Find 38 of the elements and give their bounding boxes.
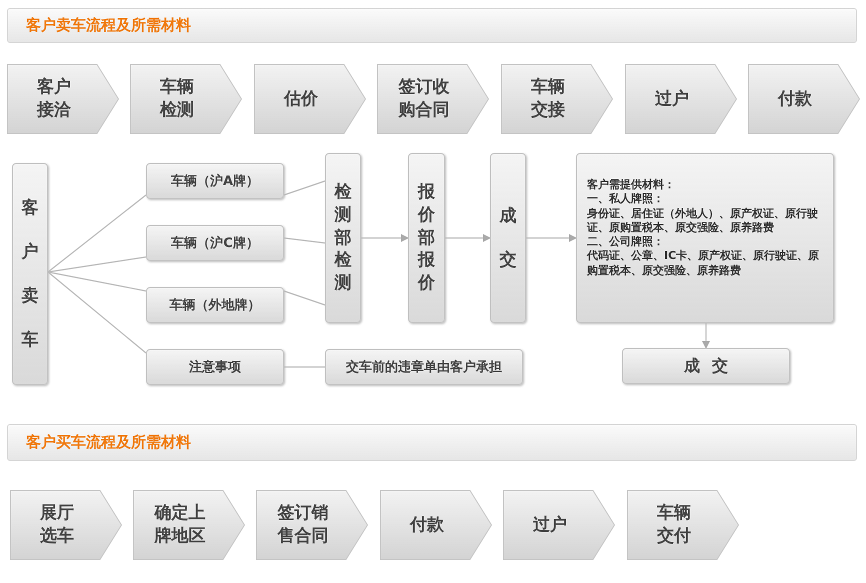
process-box: 车辆（沪C牌） xyxy=(146,225,284,261)
section-banner: 客户卖车流程及所需材料 xyxy=(7,8,857,43)
process-step: 过户 xyxy=(503,490,615,560)
connector-line xyxy=(284,366,325,368)
connector-line xyxy=(48,194,146,272)
process-box: 车辆（外地牌） xyxy=(146,287,284,323)
process-step: 展厅选车 xyxy=(10,490,122,560)
process-step: 签订收购合同 xyxy=(377,64,489,134)
vertical-box: 成交 xyxy=(490,153,526,323)
process-step: 客户接洽 xyxy=(7,64,119,134)
section-banner: 客户买车流程及所需材料 xyxy=(7,424,857,461)
result-box: 成交 xyxy=(622,348,790,384)
arrow xyxy=(445,234,491,242)
process-step: 确定上牌地区 xyxy=(133,490,245,560)
connector-line xyxy=(284,290,326,306)
connector-line xyxy=(48,271,146,292)
arrow xyxy=(702,323,710,349)
vertical-box: 报价部报价 xyxy=(408,153,445,323)
arrow xyxy=(526,234,577,242)
materials-box: 客户需提供材料： 一、私人牌照： 身份证、居住证（外地人）、原产权证、原行驶证、原购置税本、原交强险、原养路费 二、公司牌照： 代码证、公章、IC卡、原产权证、原行驶证、原购置税本、原交强险、原养路费 xyxy=(576,153,834,323)
process-box: 车辆（沪A牌） xyxy=(146,163,284,199)
process-step: 签订销售合同 xyxy=(256,490,368,560)
process-step: 付款 xyxy=(380,490,492,560)
process-step: 估价 xyxy=(254,64,366,134)
connector-line xyxy=(48,256,146,273)
connector-line xyxy=(284,180,326,196)
connector-line xyxy=(48,272,146,354)
connector-line xyxy=(284,237,326,244)
arrow xyxy=(361,234,409,242)
process-step: 过户 xyxy=(625,64,737,134)
vertical-box: 检测部检测 xyxy=(325,153,361,323)
note-box: 交车前的违章单由客户承担 xyxy=(325,349,523,385)
vertical-box: 客户卖车 xyxy=(12,163,48,385)
process-step: 付款 xyxy=(748,64,860,134)
process-step: 车辆交付 xyxy=(627,490,739,560)
note-box: 注意事项 xyxy=(146,349,284,385)
process-step: 车辆检测 xyxy=(130,64,242,134)
process-step: 车辆交接 xyxy=(501,64,613,134)
